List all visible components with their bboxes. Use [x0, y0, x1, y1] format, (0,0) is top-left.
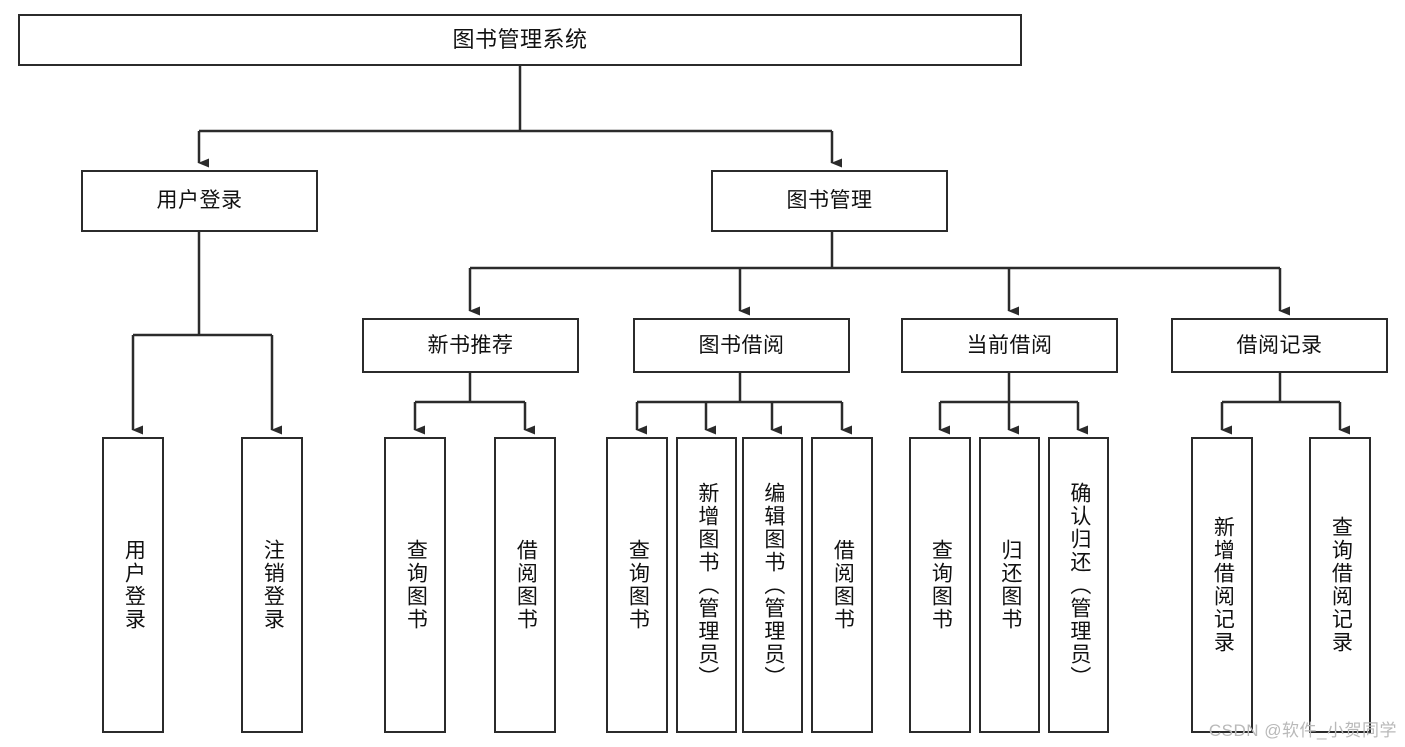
node-label: 查询图书 [404, 539, 428, 631]
node-leaf-confirm-return-admin[interactable]: 确认归还（管理员） [1048, 437, 1109, 733]
node-book-borrowing[interactable]: 图书借阅 [633, 318, 850, 373]
node-leaf-user-login[interactable]: 用户登录 [102, 437, 164, 733]
node-label: 用户登录 [156, 189, 243, 213]
node-label: 查询借阅记录 [1329, 516, 1353, 654]
node-label: 查询图书 [929, 539, 953, 631]
node-label: 借阅图书 [514, 539, 538, 631]
node-user-login[interactable]: 用户登录 [81, 170, 318, 232]
node-label: 查询图书 [626, 539, 650, 631]
node-leaf-logout[interactable]: 注销登录 [241, 437, 303, 733]
node-leaf-borrow-book[interactable]: 借阅图书 [811, 437, 873, 733]
node-label: 编辑图书（管理员） [761, 481, 785, 689]
node-label: 图书管理系统 [452, 26, 588, 52]
node-label: 归还图书 [998, 539, 1022, 631]
node-leaf-query-borrow-record[interactable]: 查询借阅记录 [1309, 437, 1371, 733]
node-leaf-query-book-borrow[interactable]: 查询图书 [606, 437, 668, 733]
node-label: 图书管理 [786, 189, 873, 213]
node-leaf-edit-book-admin[interactable]: 编辑图书（管理员） [742, 437, 803, 733]
node-borrowing-record[interactable]: 借阅记录 [1171, 318, 1388, 373]
node-root-book-management-system[interactable]: 图书管理系统 [18, 14, 1022, 66]
node-current-borrowing[interactable]: 当前借阅 [901, 318, 1118, 373]
node-label: 借阅图书 [831, 539, 855, 631]
node-leaf-borrow-book-recommend[interactable]: 借阅图书 [494, 437, 556, 733]
node-leaf-add-book-admin[interactable]: 新增图书（管理员） [676, 437, 737, 733]
node-label: 新书推荐 [427, 333, 514, 357]
node-leaf-return-book[interactable]: 归还图书 [979, 437, 1040, 733]
node-leaf-query-book-current[interactable]: 查询图书 [909, 437, 971, 733]
node-label: 借阅记录 [1236, 333, 1323, 357]
node-new-book-recommendation[interactable]: 新书推荐 [362, 318, 579, 373]
node-label: 新增图书（管理员） [695, 481, 719, 689]
node-label: 新增借阅记录 [1211, 516, 1235, 654]
node-label: 注销登录 [261, 539, 285, 631]
node-leaf-add-borrow-record[interactable]: 新增借阅记录 [1191, 437, 1253, 733]
node-label: 当前借阅 [966, 333, 1053, 357]
node-label: 确认归还（管理员） [1067, 481, 1091, 689]
node-book-management[interactable]: 图书管理 [711, 170, 948, 232]
node-label: 图书借阅 [698, 333, 785, 357]
node-label: 用户登录 [122, 539, 146, 631]
node-leaf-query-book-recommend[interactable]: 查询图书 [384, 437, 446, 733]
